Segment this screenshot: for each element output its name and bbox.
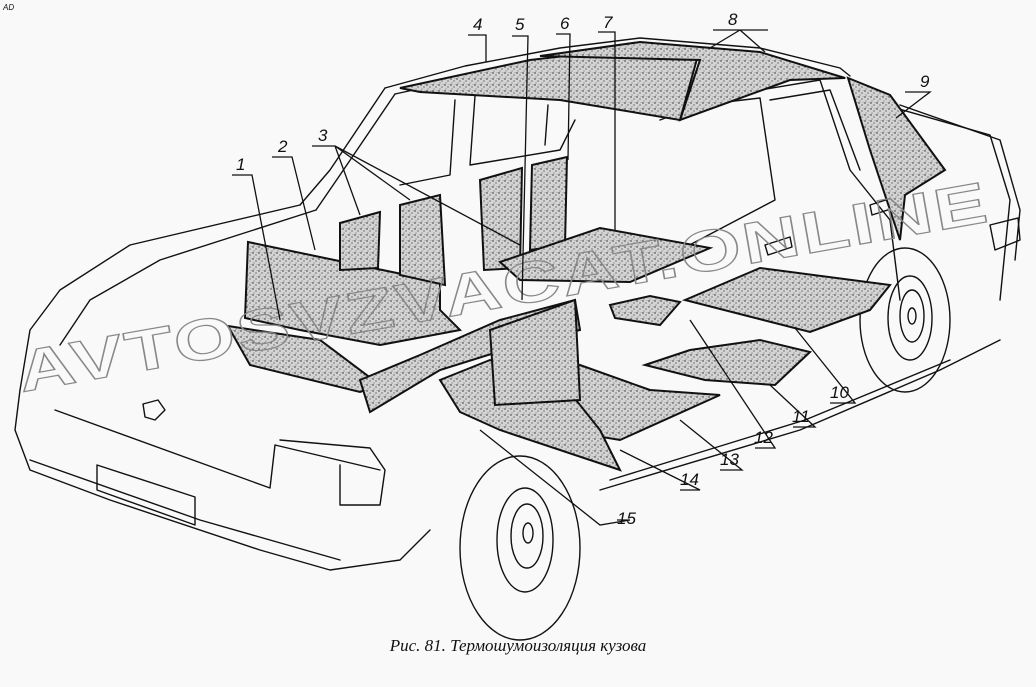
leader-4 xyxy=(468,34,487,62)
callout-10: 10 xyxy=(830,383,849,402)
callout-11: 11 xyxy=(792,407,810,426)
panel-c-pillar xyxy=(846,76,947,241)
rear-wheel xyxy=(859,247,951,393)
panel-floor-11 xyxy=(641,338,813,387)
leader-13 xyxy=(679,419,744,471)
panel-center-block xyxy=(488,298,582,407)
panel-tunnel-12 xyxy=(608,294,682,327)
leader-2 xyxy=(272,156,316,251)
leader-15 xyxy=(479,429,631,526)
callout-7: 7 xyxy=(603,13,613,32)
leader-3 xyxy=(312,145,521,246)
panel-dash-main xyxy=(243,240,463,347)
panel-roof-front xyxy=(399,46,702,122)
panel-floor-7 xyxy=(498,226,714,284)
panel-bulkhead-6 xyxy=(528,155,569,252)
callout-4: 4 xyxy=(473,15,482,34)
figure-caption: Рис. 81. Термошумоизоляция кузова xyxy=(389,636,647,655)
leader-9 xyxy=(895,91,932,119)
leader-14 xyxy=(619,449,701,491)
callout-3: 3 xyxy=(318,126,328,145)
front-wheel xyxy=(459,455,581,641)
panel-dash-upper-a xyxy=(339,210,382,272)
panel-roof-rear xyxy=(539,40,846,122)
corner-mark: AD xyxy=(3,3,15,12)
panel-dash-upper-b xyxy=(399,193,447,287)
callout-13: 13 xyxy=(720,450,739,469)
leader-7 xyxy=(598,31,616,230)
callout-14: 14 xyxy=(680,470,699,489)
callout-2: 2 xyxy=(277,137,288,156)
leader-11 xyxy=(769,384,817,428)
callout-15: 15 xyxy=(617,509,636,528)
leader-5 xyxy=(512,35,529,301)
leader-12 xyxy=(689,319,777,449)
callouts: 1 2 3 4 5 6 7 8 9 10 11 12 13 14 15 xyxy=(236,10,930,528)
callout-12: 12 xyxy=(754,428,773,447)
leader-10 xyxy=(794,327,857,404)
callout-9: 9 xyxy=(920,72,930,91)
insulation-panels xyxy=(226,40,947,472)
leader-1 xyxy=(232,174,281,321)
panel-floor-rear-10 xyxy=(681,266,892,334)
callout-1: 1 xyxy=(236,155,245,174)
leader-6 xyxy=(556,33,571,161)
callout-8: 8 xyxy=(728,10,738,29)
car-outline xyxy=(14,37,1021,571)
leader-lines xyxy=(232,29,932,526)
callout-6: 6 xyxy=(560,14,570,33)
leader-8 xyxy=(709,29,768,53)
callout-5: 5 xyxy=(515,15,525,34)
